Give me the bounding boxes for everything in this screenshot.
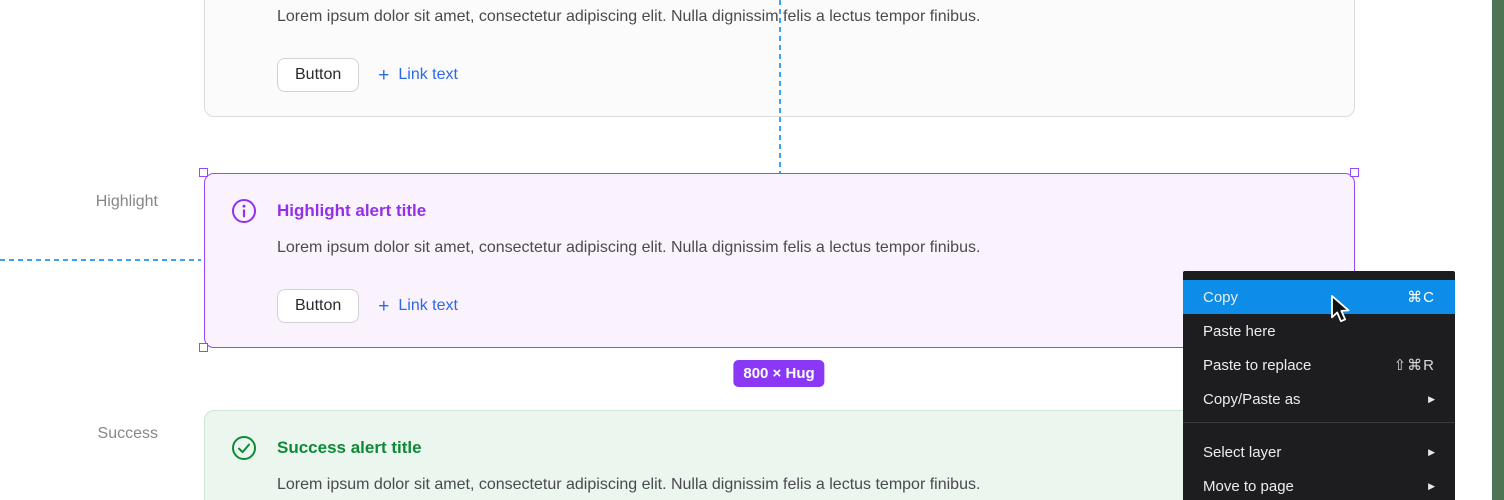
plus-icon: + — [378, 64, 390, 86]
alert-body: Lorem ipsum dolor sit amet, consectetur … — [277, 239, 981, 256]
alert-header: Success alert title — [231, 435, 422, 461]
menu-item-select-layer[interactable]: Select layer ▶ — [1183, 435, 1455, 469]
alert-link[interactable]: + Link text — [378, 66, 458, 85]
alert-link-label: Link text — [398, 297, 458, 314]
selection-handle-top-left[interactable] — [199, 168, 208, 177]
menu-item-label: Paste here — [1203, 322, 1276, 340]
plus-icon: + — [378, 295, 390, 317]
alert-card-highlight[interactable]: Highlight alert title Lorem ipsum dolor … — [204, 173, 1355, 348]
submenu-arrow-icon: ▶ — [1428, 480, 1435, 491]
menu-divider — [1183, 422, 1455, 423]
alert-button[interactable]: Button — [277, 289, 360, 323]
check-circle-icon — [231, 435, 257, 461]
alert-link-label: Link text — [398, 66, 458, 83]
menu-item-label: Copy — [1203, 288, 1239, 306]
menu-item-label: Paste to replace — [1203, 356, 1312, 374]
alert-title: Success alert title — [277, 438, 422, 457]
selection-handle-top-right[interactable] — [1350, 168, 1359, 177]
menu-item-label: Select layer — [1203, 443, 1282, 461]
alert-body: Lorem ipsum dolor sit amet, consectetur … — [277, 476, 981, 493]
right-edge-green-panel — [1492, 0, 1504, 500]
menu-item-shortcut: ⌘C — [1407, 289, 1435, 306]
menu-item-shortcut: ⇧⌘R — [1393, 357, 1435, 374]
alert-body: Lorem ipsum dolor sit amet, consectetur … — [277, 8, 981, 25]
alert-actions: Button + Link text — [277, 289, 458, 323]
menu-item-label: Move to page — [1203, 477, 1294, 495]
menu-item-label: Copy/Paste as — [1203, 390, 1301, 408]
alert-title: Highlight alert title — [277, 201, 427, 220]
alert-link[interactable]: + Link text — [378, 297, 458, 316]
alert-header: Highlight alert title — [231, 198, 426, 224]
submenu-arrow-icon: ▶ — [1428, 446, 1435, 457]
menu-item-paste-to-replace[interactable]: Paste to replace ⇧⌘R — [1183, 348, 1455, 382]
selection-handle-bottom-left[interactable] — [199, 343, 208, 352]
alignment-guide-vertical — [779, 0, 781, 173]
alert-actions: Button + Link text — [277, 58, 458, 92]
menu-item-copy[interactable]: Copy ⌘C — [1183, 280, 1455, 314]
menu-item-paste-here[interactable]: Paste here — [1183, 314, 1455, 348]
info-icon — [231, 198, 257, 224]
submenu-arrow-icon: ▶ — [1428, 393, 1435, 404]
menu-item-copy-paste-as[interactable]: Copy/Paste as ▶ — [1183, 382, 1455, 416]
alignment-guide-horizontal — [0, 259, 201, 261]
row-label-success: Success — [97, 425, 158, 442]
alert-button[interactable]: Button — [277, 58, 360, 92]
alert-card-success[interactable]: Success alert title Lorem ipsum dolor si… — [204, 410, 1355, 500]
mouse-cursor-icon — [1330, 295, 1354, 328]
row-label-highlight: Highlight — [95, 193, 158, 210]
selection-size-badge: 800 × Hug — [733, 360, 825, 387]
menu-item-move-to-page[interactable]: Move to page ▶ — [1183, 469, 1455, 500]
context-menu: Copy ⌘C Paste here Paste to replace ⇧⌘R … — [1183, 271, 1455, 500]
